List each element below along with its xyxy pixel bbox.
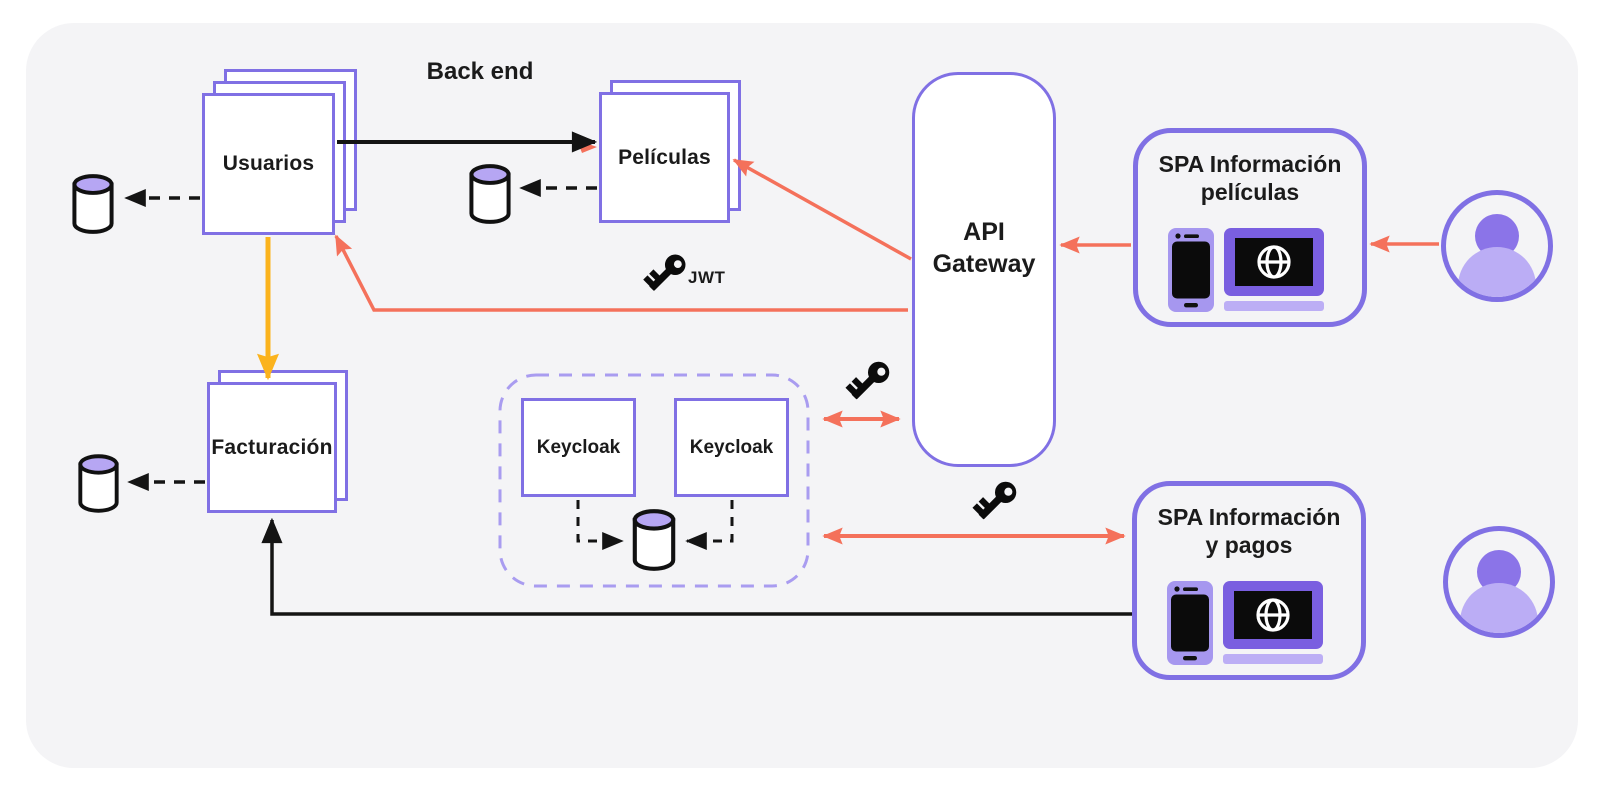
service-peliculas-card: Películas (599, 92, 730, 223)
keycloak-cluster: Keycloak Keycloak (498, 373, 810, 588)
user-avatar-icon (1441, 190, 1553, 302)
user-avatar-icon (1443, 526, 1555, 638)
api-gateway-label-line1: API (963, 218, 1005, 247)
keycloak-node-2: Keycloak (674, 398, 789, 497)
service-peliculas-label: Películas (618, 145, 711, 169)
globe-icon (1256, 598, 1290, 632)
service-facturacion: Facturación (207, 370, 348, 513)
api-gateway-label-line2: Gateway (932, 249, 1036, 278)
keycloak-node-2-label: Keycloak (689, 436, 774, 458)
key-icon (845, 361, 890, 400)
spa-peliculas-title-line2: películas (1200, 179, 1300, 206)
spa-pagos-title: SPA Información y pagos (1137, 503, 1361, 559)
monitor-group (1224, 228, 1324, 312)
spa-pagos-title-line2: y pagos (1205, 532, 1293, 559)
jwt-key-icon (643, 254, 686, 291)
keycloak-node-1-label: Keycloak (536, 436, 621, 458)
monitor-icon (1224, 228, 1324, 296)
keyboard-bar (1223, 654, 1323, 664)
spa-peliculas: SPA Información películas (1133, 128, 1367, 327)
spa-pagos-title-line1: SPA Información (1157, 504, 1341, 530)
service-usuarios: Usuarios (202, 69, 357, 235)
phone-icon (1167, 581, 1213, 665)
spa-pagos-devices (1167, 581, 1323, 665)
jwt-label: JWT (688, 268, 726, 287)
phone-icon (1168, 228, 1214, 312)
spa-pagos: SPA Información y pagos (1132, 481, 1366, 680)
keycloak-node-1: Keycloak (521, 398, 636, 497)
monitor-group (1223, 581, 1323, 665)
monitor-icon (1223, 581, 1323, 649)
spa-peliculas-title: SPA Información películas (1138, 150, 1362, 206)
service-usuarios-label: Usuarios (222, 152, 315, 175)
database-icon (78, 454, 119, 513)
keyboard-bar (1224, 301, 1324, 311)
avatar-body (1460, 583, 1538, 633)
backend-label: Back end (426, 58, 534, 85)
database-icon (72, 174, 114, 234)
service-usuarios-card: Usuarios (202, 93, 335, 235)
service-peliculas: Películas (599, 80, 741, 223)
key-icon (972, 481, 1017, 520)
spa-peliculas-devices (1168, 228, 1324, 312)
database-icon (632, 509, 676, 571)
service-facturacion-label: Facturación (211, 435, 333, 459)
api-gateway: API Gateway (912, 72, 1056, 467)
spa-peliculas-title-line1: SPA Información (1158, 151, 1342, 177)
database-icon (469, 164, 511, 224)
service-facturacion-card: Facturación (207, 382, 337, 513)
globe-icon (1257, 245, 1291, 279)
avatar-body (1458, 247, 1536, 297)
